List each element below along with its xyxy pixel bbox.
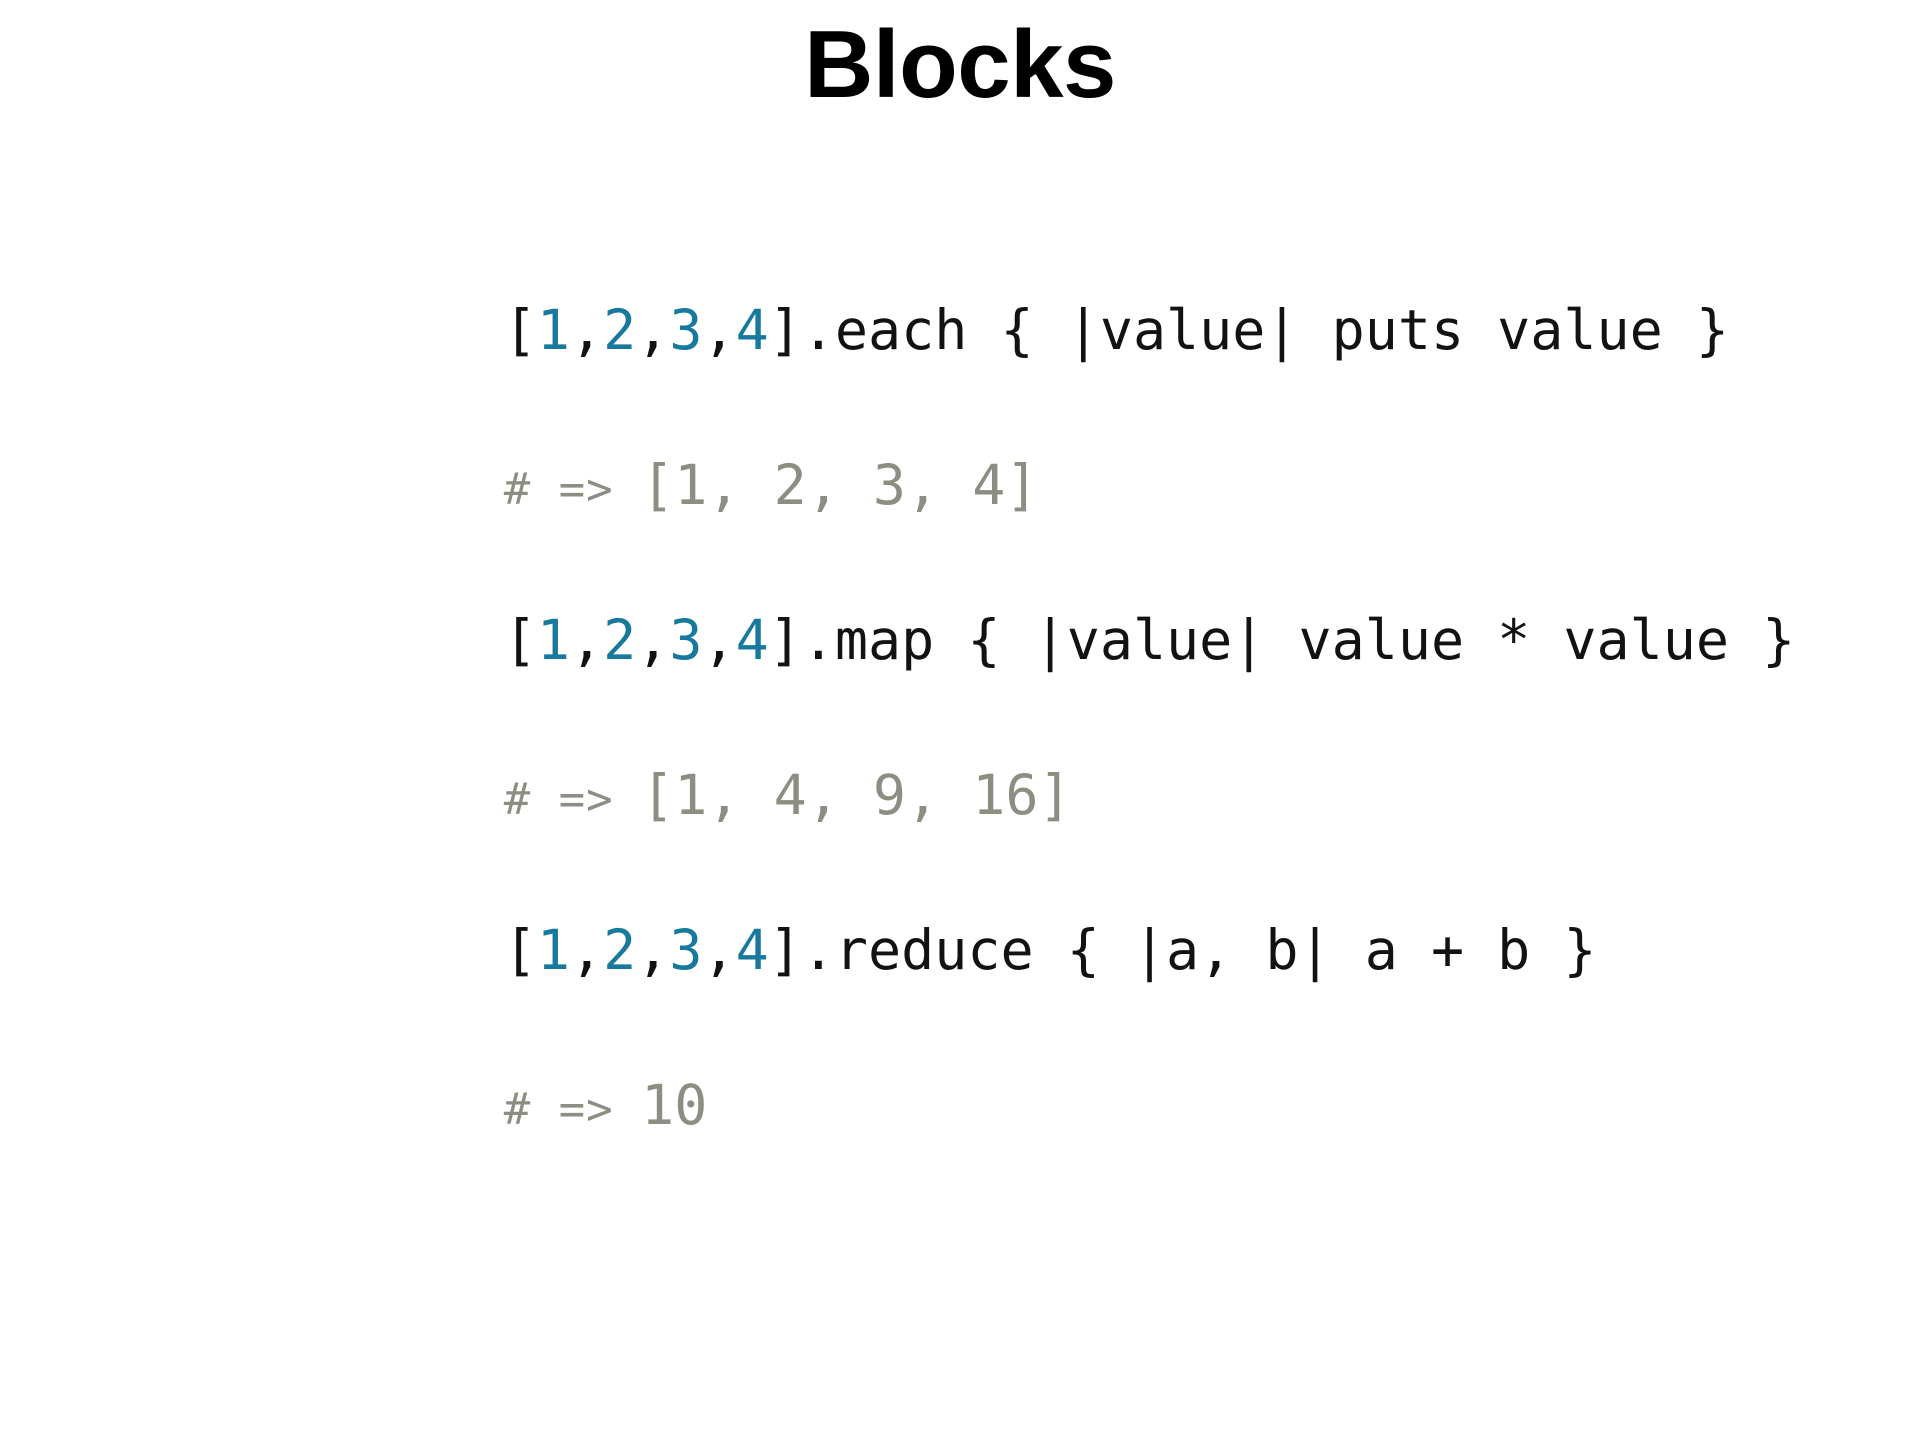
number-literal: 1 bbox=[536, 298, 570, 362]
method-call: .map { |value| value * value } bbox=[801, 608, 1796, 672]
number-literal: 2 bbox=[603, 608, 637, 672]
comma: , bbox=[636, 608, 670, 672]
comma: , bbox=[636, 298, 670, 362]
comma: , bbox=[569, 608, 604, 672]
number-literal: 3 bbox=[669, 918, 703, 982]
number-literal: 2 bbox=[603, 918, 637, 982]
comma: , bbox=[702, 608, 736, 672]
comment-result: [1, 2, 3, 4] bbox=[641, 453, 1039, 517]
comma: , bbox=[636, 918, 670, 982]
comma: , bbox=[569, 918, 604, 982]
comma: , bbox=[569, 298, 604, 362]
bracket-open-icon: [ bbox=[503, 918, 537, 982]
code-line-each-output: # => [1, 2, 3, 4] bbox=[305, 403, 1865, 558]
code-line-reduce: [1,2,3,4].reduce { |a, b| a + b } bbox=[305, 868, 1865, 1023]
bracket-close-icon: ] bbox=[768, 918, 802, 982]
number-literal: 4 bbox=[735, 608, 769, 672]
comma: , bbox=[702, 298, 736, 362]
method-call: .each { |value| puts value } bbox=[801, 298, 1729, 362]
code-line-map: [1,2,3,4].map { |value| value * value } bbox=[305, 558, 1865, 713]
bracket-open-icon: [ bbox=[503, 608, 537, 672]
comma: , bbox=[702, 918, 736, 982]
comment-arrow: # => bbox=[503, 774, 642, 825]
bracket-close-icon: ] bbox=[768, 298, 802, 362]
page-title: Blocks bbox=[804, 11, 1116, 118]
code-block: [1,2,3,4].each { |value| puts value } # … bbox=[305, 248, 1865, 1178]
number-literal: 1 bbox=[536, 608, 570, 672]
method-call: .reduce { |a, b| a + b } bbox=[801, 918, 1597, 982]
bracket-close-icon: ] bbox=[768, 608, 802, 672]
number-literal: 3 bbox=[669, 608, 703, 672]
number-literal: 4 bbox=[735, 298, 769, 362]
code-line-map-output: # => [1, 4, 9, 16] bbox=[305, 713, 1865, 868]
comment-arrow: # => bbox=[503, 1084, 642, 1135]
code-line-reduce-output: # => 10 bbox=[305, 1023, 1865, 1178]
comment-result: [1, 4, 9, 16] bbox=[641, 763, 1072, 827]
bracket-open-icon: [ bbox=[503, 298, 537, 362]
number-literal: 4 bbox=[735, 918, 769, 982]
comment-result: 10 bbox=[641, 1073, 708, 1137]
number-literal: 3 bbox=[669, 298, 703, 362]
code-line-each: [1,2,3,4].each { |value| puts value } bbox=[305, 248, 1865, 403]
comment-arrow: # => bbox=[503, 464, 642, 515]
number-literal: 1 bbox=[536, 918, 570, 982]
number-literal: 2 bbox=[603, 298, 637, 362]
